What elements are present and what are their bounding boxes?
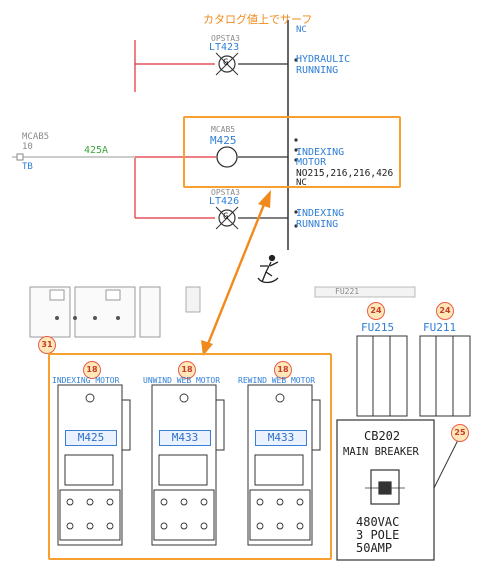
breaker-spec-2: 3 POLE [356, 528, 400, 542]
left-num-label: 10 [22, 142, 33, 152]
starter-2[interactable] [151, 384, 225, 546]
lt426-device: OPSTA3 [211, 188, 240, 197]
lt426-symbol: G [223, 212, 229, 222]
highlight-box-top [183, 116, 401, 188]
starter-1[interactable] [57, 384, 131, 546]
starter-2-title: UNWIND WEB MOTOR [143, 376, 221, 385]
breaker-name: CB202 [364, 429, 401, 443]
lt423-tag: LT423 [209, 42, 240, 53]
starter-3[interactable] [247, 384, 321, 546]
starter-2-tag[interactable]: M433 [159, 430, 211, 446]
panel-top-strip [29, 286, 161, 338]
starter-1-tag[interactable]: M425 [65, 430, 117, 446]
breaker-title: MAIN BREAKER [343, 446, 419, 458]
terminal-screws [55, 316, 120, 320]
highlight-box-bottom [48, 353, 332, 560]
fuse-badge-2: 24 [436, 302, 454, 320]
starter-2-badge: 18 [178, 361, 196, 379]
lt426-tag: LT426 [209, 196, 240, 207]
m425-device: MCAB5 [211, 125, 236, 134]
starter-screws [66, 393, 304, 530]
ground-bar [185, 286, 201, 313]
motor-contacts-no: NO215,216,216,426 [296, 168, 394, 179]
left-tb-label: TB [22, 162, 33, 172]
starter-3-badge: 18 [274, 361, 292, 379]
drag-figure-cursor-icon [257, 254, 279, 284]
hydraulic-label-1: HYDRAULIC [296, 54, 351, 65]
terminal-block-icon[interactable] [16, 153, 24, 161]
indexing-motor-label-2: MOTOR [296, 157, 327, 168]
top-nc-label: NC [296, 25, 307, 35]
fuse-2-label: FU211 [423, 321, 457, 334]
breaker-spec-1: 480VAC [356, 515, 400, 529]
fuse-top-bar [314, 286, 416, 298]
fuse-1-label: FU215 [361, 321, 395, 334]
fuse-fu215[interactable] [356, 335, 408, 417]
breaker-badge: 25 [451, 424, 469, 442]
hydraulic-label-2: RUNNING [296, 65, 339, 76]
starter-1-badge: 18 [83, 361, 101, 379]
starter-1-title: INDEXING MOTOR [52, 376, 120, 385]
lt423-device: OPSTA3 [211, 34, 240, 43]
m425-tag: M425 [210, 134, 237, 147]
left-source-label: MCAB5 [22, 132, 50, 142]
lamp-lt426-icon[interactable] [215, 206, 239, 230]
contact-dots [294, 58, 298, 228]
fuse-top-label: FU221 [335, 287, 360, 296]
indexing-motor-label-1: INDEXING [296, 147, 345, 158]
fuse-fu211[interactable] [419, 335, 471, 417]
lamp-lt423-icon[interactable] [215, 52, 239, 76]
fuse-badge-1: 24 [367, 302, 385, 320]
banner-text: カタログ値上でサーフ [203, 13, 313, 26]
lt423-symbol: G [223, 58, 229, 68]
indexing-running-label-2: RUNNING [296, 219, 339, 230]
starter-3-tag[interactable]: M433 [255, 430, 307, 446]
motor-coil-m425-icon[interactable] [216, 146, 238, 168]
wire-425a-label: 425A [84, 145, 109, 156]
left-badge: 31 [38, 336, 56, 354]
motor-contacts-nc: NC [296, 178, 307, 188]
link-arrow-icon [201, 190, 271, 356]
breaker-spec-3: 50AMP [356, 541, 393, 555]
starter-3-title: REWIND WEB MOTOR [238, 376, 316, 385]
indexing-running-label-1: INDEXING [296, 208, 345, 219]
breaker-leader-line [433, 439, 459, 489]
main-breaker-cb202[interactable] [336, 419, 435, 561]
